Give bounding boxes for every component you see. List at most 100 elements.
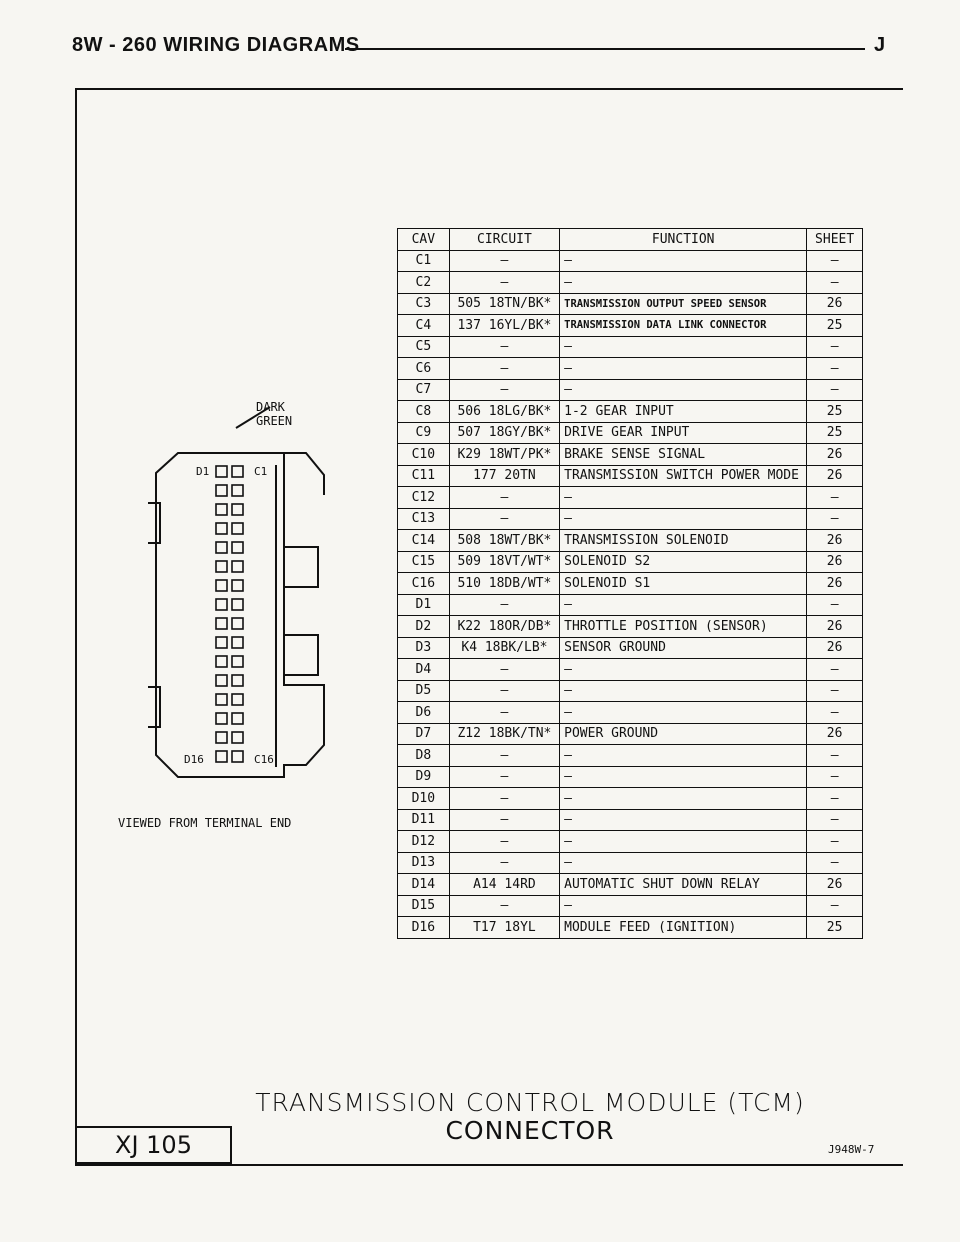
cell-circuit: 137 16YL/BK*	[448, 314, 561, 337]
page-header-title: 8W - 260 WIRING DIAGRAMS	[72, 34, 360, 56]
cell-circuit: —	[448, 357, 561, 380]
color-label-leader	[235, 406, 271, 429]
pin-cavity-c4	[231, 522, 244, 535]
table-row: D5———	[397, 679, 863, 702]
cell-function: —	[559, 335, 808, 358]
connector-left-tab-1	[148, 502, 161, 544]
cell-circuit: 509 18VT/WT*	[448, 550, 561, 573]
cell-function: —	[559, 744, 808, 767]
cell-sheet: 26	[806, 550, 863, 573]
cell-cav: D12	[397, 830, 450, 853]
table-row: C6———	[397, 357, 863, 380]
cell-function: —	[559, 830, 808, 853]
cell-circuit: —	[448, 808, 561, 831]
cell-cav: D15	[397, 894, 450, 917]
view-note: VIEWED FROM TERMINAL END	[118, 816, 292, 830]
cell-circuit: K29 18WT/PK*	[448, 443, 561, 466]
cell-function: POWER GROUND	[559, 722, 808, 745]
cell-circuit: K22 18OR/DB*	[448, 615, 561, 638]
pin-cavity-c1	[231, 465, 244, 478]
table-row: D10———	[397, 787, 863, 810]
cell-circuit: 507 18GY/BK*	[448, 421, 561, 444]
cell-function: DRIVE GEAR INPUT	[559, 421, 808, 444]
table-row: D4———	[397, 658, 863, 681]
cell-cav: D14	[397, 873, 450, 896]
pin-cavity-c10	[231, 636, 244, 649]
cell-sheet: —	[806, 486, 863, 509]
table-row: C13———	[397, 507, 863, 530]
cell-circuit: —	[448, 787, 561, 810]
cell-cav: D4	[397, 658, 450, 681]
connector-left-tab-2	[148, 686, 161, 728]
cell-cav: D5	[397, 679, 450, 702]
cell-sheet: 25	[806, 400, 863, 423]
column-header-function: FUNCTION	[559, 228, 808, 251]
page-header-code: J	[874, 34, 886, 56]
cell-circuit: 508 18WT/BK*	[448, 529, 561, 552]
cell-function: —	[559, 765, 808, 788]
pin-cavity-d16	[215, 750, 228, 763]
cell-cav: C7	[397, 378, 450, 401]
cell-function: —	[559, 679, 808, 702]
cell-cav: D11	[397, 808, 450, 831]
cell-sheet: —	[806, 808, 863, 831]
cell-sheet: —	[806, 851, 863, 874]
table-row: C2———	[397, 271, 863, 294]
pin-cavity-c7	[231, 579, 244, 592]
cell-sheet: 26	[806, 636, 863, 659]
cell-sheet: —	[806, 701, 863, 724]
column-header-cav: CAV	[397, 228, 450, 251]
cell-sheet: —	[806, 658, 863, 681]
cell-cav: C11	[397, 464, 450, 487]
table-row: C5———	[397, 335, 863, 358]
cell-cav: C9	[397, 421, 450, 444]
pin-label-bottom-right: C16	[254, 753, 274, 766]
column-header-sheet: SHEET	[806, 228, 863, 251]
cell-sheet: 26	[806, 615, 863, 638]
table-row: C12———	[397, 486, 863, 509]
cell-function: —	[559, 658, 808, 681]
cell-function: 1-2 GEAR INPUT	[559, 400, 808, 423]
connector-latch-top	[284, 452, 325, 495]
pin-cavity-d7	[215, 579, 228, 592]
cell-sheet: 25	[806, 916, 863, 939]
pin-cavity-d14	[215, 712, 228, 725]
cell-cav: C6	[397, 357, 450, 380]
table-row: D8———	[397, 744, 863, 767]
cell-circuit: Z12 18BK/TN*	[448, 722, 561, 745]
pin-label-top-left: D1	[196, 465, 209, 478]
cell-circuit: T17 18YL	[448, 916, 561, 939]
cell-sheet: 26	[806, 722, 863, 745]
cell-sheet: —	[806, 378, 863, 401]
pin-label-bottom-left: D16	[184, 753, 204, 766]
cell-function: TRANSMISSION SOLENOID	[559, 529, 808, 552]
cell-cav: D6	[397, 701, 450, 724]
pin-cavity-c3	[231, 503, 244, 516]
pin-cavity-d1	[215, 465, 228, 478]
cell-function: SOLENOID S2	[559, 550, 808, 573]
pin-cavity-d10	[215, 636, 228, 649]
cell-sheet: 25	[806, 421, 863, 444]
cell-circuit: —	[448, 701, 561, 724]
frame-top-rule	[75, 88, 903, 90]
cell-circuit: K4 18BK/LB*	[448, 636, 561, 659]
pin-cavity-d13	[215, 693, 228, 706]
cell-circuit: —	[448, 765, 561, 788]
pin-cavity-c6	[231, 560, 244, 573]
cell-sheet: —	[806, 271, 863, 294]
pin-cavity-c8	[231, 598, 244, 611]
cell-function: TRANSMISSION SWITCH POWER MODE	[559, 464, 808, 487]
cell-function: —	[559, 378, 808, 401]
connector-color-line2: GREEN	[256, 414, 293, 428]
cell-cav: C5	[397, 335, 450, 358]
cell-sheet: 26	[806, 572, 863, 595]
table-header-row: CAV CIRCUIT FUNCTION SHEET	[397, 228, 863, 251]
cell-sheet: —	[806, 830, 863, 853]
cell-circuit: —	[448, 271, 561, 294]
cell-function: —	[559, 894, 808, 917]
cell-cav: C16	[397, 572, 450, 595]
table-row: D12———	[397, 830, 863, 853]
